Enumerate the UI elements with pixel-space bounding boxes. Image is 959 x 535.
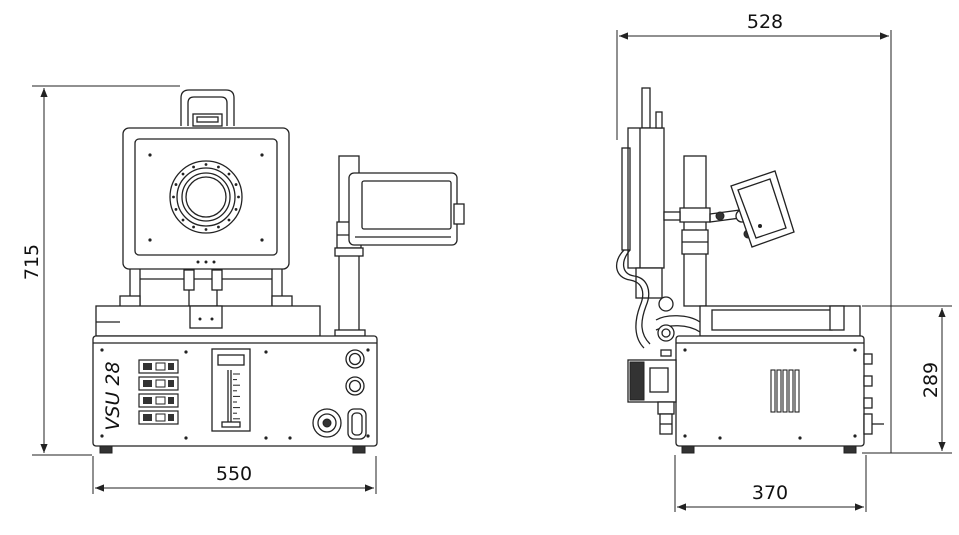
switch-fuse xyxy=(168,380,174,387)
lid-handle xyxy=(180,89,235,127)
chamber-lid xyxy=(122,127,290,270)
window-bolt xyxy=(174,183,178,186)
side-display-monitor xyxy=(730,170,795,248)
front-upper-housing xyxy=(95,305,321,337)
window-bolt xyxy=(217,165,220,169)
switch-toggle xyxy=(143,414,152,421)
side-feet xyxy=(681,445,857,454)
dimension-side-depth: 528 xyxy=(616,11,892,453)
side-vent-slots xyxy=(770,369,800,413)
vent-slot xyxy=(770,369,776,413)
window-bolt xyxy=(234,183,238,186)
dimension-label-715: 715 xyxy=(21,244,43,280)
side-view: 528 289 370 xyxy=(616,11,952,512)
side-lid xyxy=(621,87,665,299)
switch-toggle xyxy=(143,397,152,404)
window-bolt xyxy=(181,172,185,176)
dimension-label-370: 370 xyxy=(752,482,788,504)
switch-fuse xyxy=(168,397,174,404)
front-feet xyxy=(99,445,366,454)
dimension-label-528: 528 xyxy=(747,11,783,33)
window-bolt xyxy=(204,228,208,231)
brand-label: VSU 28 xyxy=(102,361,124,430)
dimension-front-width: 550 xyxy=(92,456,377,494)
vent-slot xyxy=(794,369,800,413)
switch-panels xyxy=(138,359,179,425)
side-main-body xyxy=(675,335,884,447)
front-view: 715 550 xyxy=(21,85,465,494)
switch-toggle xyxy=(143,363,152,370)
display-monitor xyxy=(348,172,465,246)
window-bolt xyxy=(172,195,175,199)
window-bolt xyxy=(181,218,185,222)
dimension-label-550: 550 xyxy=(216,463,252,485)
window-bolt xyxy=(227,218,231,222)
window-bolt-ring xyxy=(172,163,240,231)
switch-indicator xyxy=(155,379,166,388)
window-bolt xyxy=(174,208,178,211)
switch-fuse xyxy=(168,414,174,421)
front-main-body: VSU 28 xyxy=(92,335,378,447)
side-upper-housing xyxy=(699,305,861,337)
window-bolt xyxy=(217,225,220,229)
side-display-arm xyxy=(663,155,753,307)
vent-slot xyxy=(788,369,794,413)
flowmeter xyxy=(211,348,251,432)
control-knobs xyxy=(312,349,367,440)
vent-slot xyxy=(782,369,788,413)
switch-toggle xyxy=(143,380,152,387)
side-pump xyxy=(627,359,677,435)
vent-slot xyxy=(776,369,782,413)
window-bolt xyxy=(192,225,195,229)
window-bolt xyxy=(204,163,208,166)
dimension-front-height: 715 xyxy=(21,85,180,456)
window-bolt xyxy=(227,172,231,176)
switch-indicator xyxy=(155,362,166,371)
switch-indicator xyxy=(155,413,166,422)
window-bolt xyxy=(237,195,240,199)
window-bolt xyxy=(234,208,238,211)
switch-indicator xyxy=(155,396,166,405)
dimension-side-height: 289 xyxy=(862,305,952,454)
window-bolt xyxy=(192,165,195,169)
side-hoses xyxy=(616,249,701,357)
dimension-side-width: 370 xyxy=(674,455,867,512)
switch-fuse xyxy=(168,363,174,370)
dimension-label-289: 289 xyxy=(920,362,942,398)
